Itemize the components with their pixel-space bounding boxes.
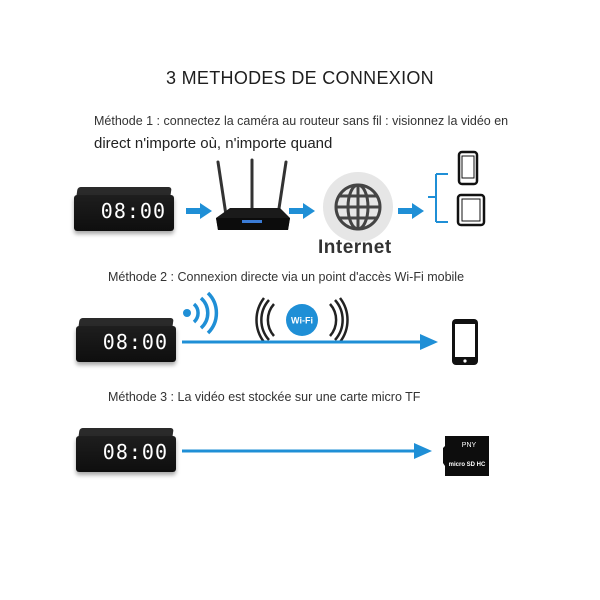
micro-sd-card-icon: PNY micro SD HC: [443, 436, 489, 476]
globe-icon: [323, 172, 393, 242]
wifi-signal-icon: [183, 291, 219, 335]
arrow-icon: [182, 443, 432, 459]
method-2-text: Méthode 2 : Connexion directe via un poi…: [108, 270, 465, 284]
clock-display: 08:00: [102, 330, 168, 354]
internet-label: Internet: [318, 237, 392, 258]
method-1-text-line2: direct n'importe où, n'importe quand: [94, 135, 333, 152]
wifi-badge-label: Wi-Fi: [291, 316, 313, 326]
arrow-icon: [398, 203, 424, 219]
tablet-icon: [456, 193, 486, 227]
smartphone-icon: [457, 150, 479, 186]
smartphone-icon: [452, 319, 478, 365]
sd-brand: PNY: [462, 442, 477, 449]
clock-camera-icon: 08:00: [76, 428, 176, 472]
clock-camera-icon: 08:00: [76, 318, 176, 362]
diagram-title: 3 METHODES DE CONNEXION: [166, 68, 434, 88]
arrow-icon: [289, 203, 315, 219]
clock-camera-icon: 08:00: [74, 187, 174, 231]
arrow-icon: [182, 334, 438, 350]
method-1-text: Méthode 1 : connectez la caméra au route…: [94, 114, 509, 128]
clock-display: 08:00: [102, 440, 168, 464]
clock-display: 08:00: [100, 199, 166, 223]
method-3-text: Méthode 3 : La vidéo est stockée sur une…: [108, 390, 421, 404]
wifi-broadcast-icon: Wi-Fi: [255, 297, 349, 343]
router-icon: [216, 158, 290, 230]
branch-connector: [428, 173, 448, 223]
sd-capacity: micro SD HC: [449, 462, 486, 468]
arrow-icon: [186, 203, 212, 219]
